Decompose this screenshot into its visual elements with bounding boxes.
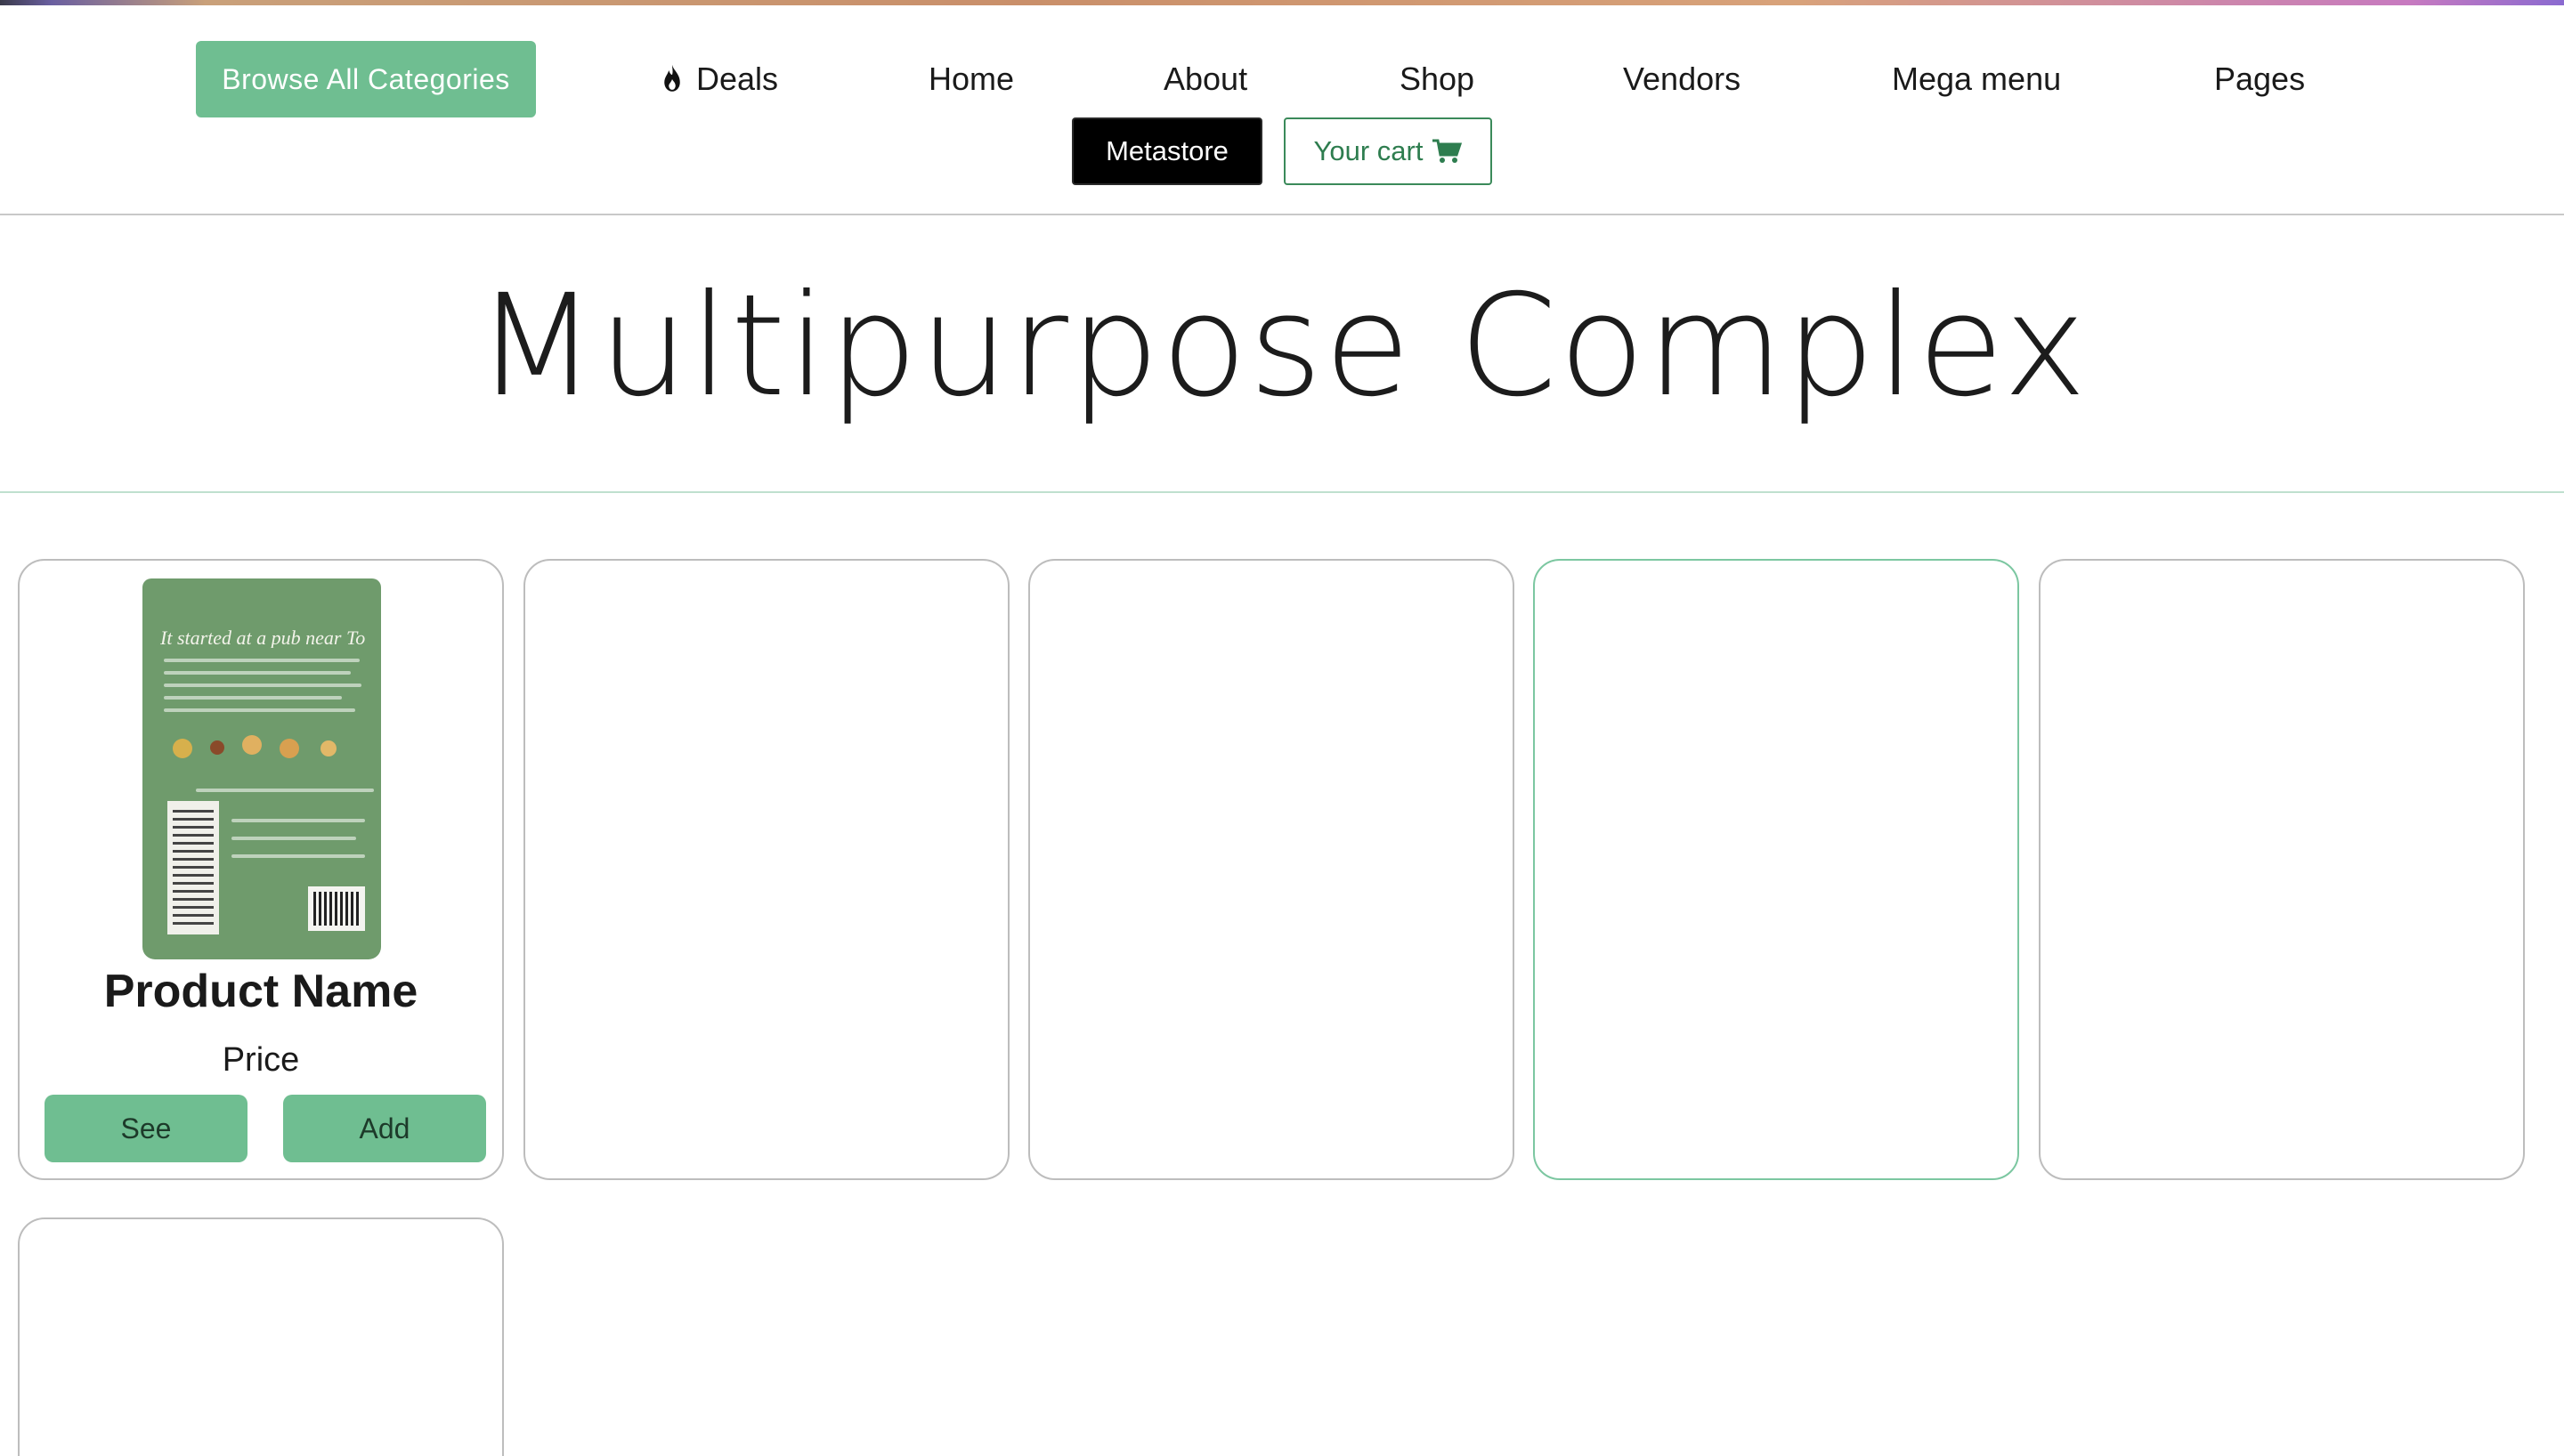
hero-section: Multipurpose Complex	[0, 215, 2564, 493]
add-button[interactable]: Add	[283, 1095, 486, 1162]
metastore-button[interactable]: Metastore	[1072, 117, 1262, 185]
product-card-empty	[523, 559, 1010, 1180]
nav-item-label: Vendors	[1623, 61, 1741, 97]
nav-item-pages[interactable]: Pages	[2214, 61, 2305, 98]
see-button[interactable]: See	[45, 1095, 247, 1162]
nav-item-mega-menu[interactable]: Mega menu	[1892, 61, 2061, 98]
product-card-empty	[2039, 559, 2525, 1180]
nav-item-label: Home	[929, 61, 1015, 97]
product-card-empty	[1533, 559, 2019, 1180]
product-image-text: It started at a pub near Toledo	[160, 627, 365, 648]
nav-item-label: Shop	[1400, 61, 1475, 97]
flame-icon	[664, 64, 680, 92]
nav-item-shop[interactable]: Shop	[1400, 61, 1474, 98]
product-name: Product Name	[103, 966, 418, 1017]
top-accent-strip	[0, 0, 2564, 5]
nav-item-label: Deals	[696, 61, 779, 97]
cart-icon	[1432, 139, 1463, 163]
product-price: Price	[222, 1041, 300, 1079]
nav-item-about[interactable]: About	[1164, 61, 1247, 98]
browse-all-categories-button[interactable]: Browse All Categories	[196, 41, 536, 117]
nav-item-label: Mega menu	[1892, 61, 2062, 97]
page-title: Multipurpose Complex	[475, 264, 2089, 428]
product-card-empty	[18, 1217, 504, 1456]
site-header: Browse All Categories Deals Home About S…	[0, 5, 2564, 215]
nav-item-home[interactable]: Home	[929, 61, 1014, 98]
product-image: It started at a pub near Toledo	[142, 578, 381, 959]
cart-label: Your cart	[1313, 135, 1424, 166]
product-card-empty	[1028, 559, 1514, 1180]
nav-item-label: About	[1164, 61, 1248, 97]
product-card: It started at a pub near Toledo Product …	[18, 559, 504, 1180]
your-cart-button[interactable]: Your cart	[1284, 117, 1492, 185]
nav-item-vendors[interactable]: Vendors	[1623, 61, 1740, 98]
nav-item-label: Pages	[2214, 61, 2306, 97]
nav-item-deals[interactable]: Deals	[659, 61, 778, 98]
